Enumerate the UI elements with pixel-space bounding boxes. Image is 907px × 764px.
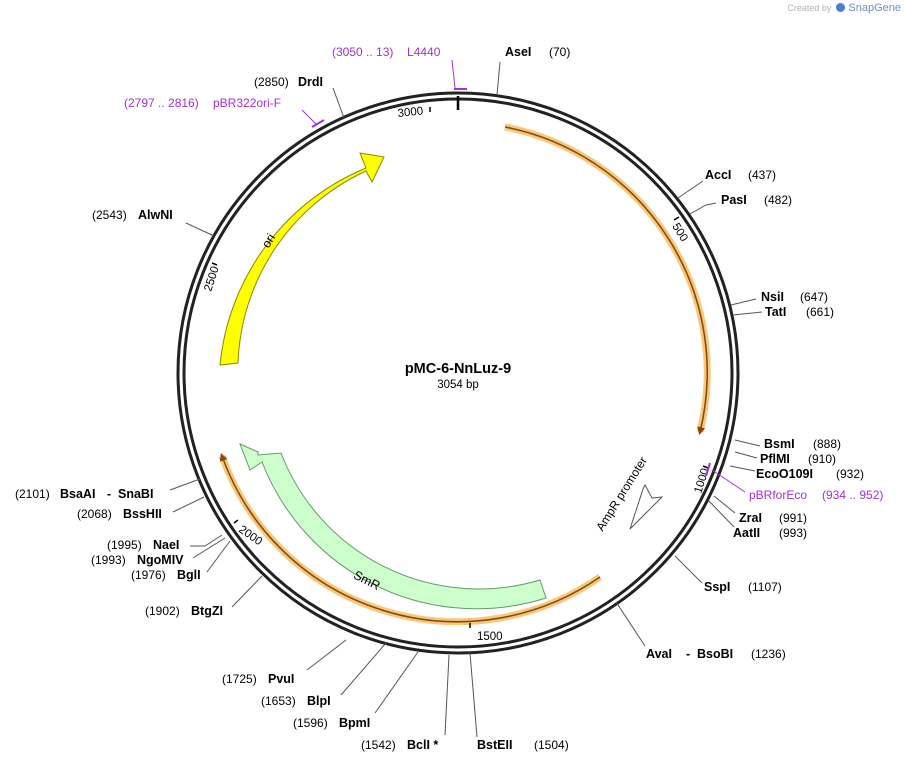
site-bsteii-pos: (1504) — [534, 738, 569, 752]
site-bcli-pos: (1542) — [361, 738, 396, 752]
site-pasi-name: PasI — [721, 193, 747, 207]
site-btgzi-pos: (1902) — [145, 604, 180, 618]
site-nsii-name: NsiI — [761, 290, 784, 304]
site-bpmi-name: BpmI — [339, 716, 370, 730]
site-ecoo109i-pos: (932) — [836, 467, 864, 481]
site-nsii-pos: (647) — [800, 290, 828, 304]
tick-label-1500: 1500 — [477, 631, 503, 643]
site-bpmi-pos: (1596) — [293, 716, 328, 730]
l4440-primer-stem — [451, 59, 456, 89]
site-ngomiv-name: NgoMIV — [137, 553, 184, 567]
l4440-primer-name: L4440 — [407, 45, 441, 59]
site-sspi-name: SspI — [704, 580, 730, 594]
site-blpi-pos: (1653) — [261, 694, 296, 708]
tick-label-3000: 3000 — [397, 105, 424, 120]
site-pflmi-name: PflMI — [760, 452, 790, 466]
site-ngomiv-pos: (1993) — [91, 553, 126, 567]
site-asei-pos: (70) — [549, 45, 570, 59]
site-pvui-name: PvuI — [268, 672, 294, 686]
orange-arc-bottom-line — [219, 452, 601, 623]
site-naei-pos: (1995) — [107, 538, 142, 552]
plasmid-size: 3054 bp — [437, 379, 479, 391]
site-sspi-pos: (1107) — [748, 580, 782, 594]
pbrforeco-primer-range: (934 .. 952) — [822, 488, 883, 502]
site-snabi-name: SnaBI — [118, 487, 153, 501]
credit-prefix: Created by — [787, 3, 832, 13]
snapgene-logo-icon — [835, 3, 845, 12]
orange-arc-top — [504, 123, 711, 433]
pbr322ori-f-primer-mark — [311, 119, 325, 128]
ori-label: ori — [259, 231, 278, 250]
site-tati-name: TatI — [765, 305, 786, 319]
site-avai-name: AvaI — [646, 647, 672, 661]
pbrforeco-primer-name: pBRforEco — [749, 488, 807, 502]
site-btgzi-name: BtgZI — [191, 604, 223, 618]
site-bsshii-pos: (2068) — [77, 507, 112, 521]
site-drdi-pos: (2850) — [254, 75, 289, 89]
site-bsaai-pos: (2101) — [15, 487, 50, 501]
site-pasi-pos: (482) — [764, 193, 792, 207]
site-zrai-name: ZraI — [739, 511, 762, 525]
l4440-primer-range: (3050 .. 13) — [332, 45, 393, 59]
site-avai-separator: - — [686, 647, 690, 661]
pbr322ori-f-primer-stem — [301, 109, 317, 125]
site-bsteii-name: BstEII — [477, 738, 512, 752]
site-bgli-name: BglI — [177, 568, 201, 582]
pbr322ori-f-primer-name: pBR322ori-F — [213, 96, 281, 110]
site-ecoo109i-name: EcoO109I — [756, 467, 813, 481]
site-bsobi-name: BsoBI — [697, 647, 733, 661]
site-aatii-pos: (993) — [779, 526, 807, 540]
site-asei-name: AseI — [505, 45, 531, 59]
smr-feature — [239, 443, 547, 610]
site-leader-lines — [169, 61, 763, 738]
ampr-promoter-feature — [629, 483, 664, 530]
site-drdi-name: DrdI — [298, 75, 323, 89]
site-avai-pos: (1236) — [751, 647, 786, 661]
site-zrai-pos: (991) — [779, 511, 807, 525]
site-pflmi-pos: (910) — [808, 452, 836, 466]
backbone-outer-ring — [176, 91, 740, 655]
tick-mark-2500 — [211, 262, 218, 266]
pbr322ori-f-primer-range: (2797 .. 2816) — [124, 96, 199, 110]
site-acci-pos: (437) — [748, 168, 776, 182]
site-aatii-name: AatII — [733, 526, 760, 540]
site-bsaai-name: BsaAI — [60, 487, 95, 501]
site-naei-name: NaeI — [153, 538, 179, 552]
site-bsshii-name: BssHII — [123, 507, 162, 521]
site-blpi-name: BlpI — [307, 694, 331, 708]
site-bsmi-pos: (888) — [813, 437, 841, 451]
pbrforeco-primer-mark — [705, 462, 711, 477]
tick-mark-500 — [673, 216, 680, 221]
snapgene-credit: Created by SnapGene — [787, 2, 901, 14]
site-bgli-pos: (1976) — [131, 568, 166, 582]
site-acci-name: AccI — [705, 168, 731, 182]
site-tati-pos: (661) — [806, 305, 834, 319]
pbrforeco-primer-stem — [711, 469, 746, 493]
tick-mark-1000 — [702, 465, 709, 469]
site-bsmi-name: BsmI — [764, 437, 795, 451]
ori-feature — [219, 152, 385, 366]
orange-arc-top-line — [504, 126, 708, 436]
site-bsaai-separator: - — [107, 487, 111, 501]
site-pvui-pos: (1725) — [222, 672, 257, 686]
site-alwni-pos: (2543) — [92, 208, 127, 222]
credit-brand: SnapGene — [848, 2, 901, 14]
tick-mark-2000 — [233, 519, 239, 524]
site-alwni-name: AlwNI — [138, 208, 173, 222]
plasmid-name: pMC-6-NnLuz-9 — [405, 361, 511, 377]
site-bcli-name: BclI * — [407, 738, 438, 752]
